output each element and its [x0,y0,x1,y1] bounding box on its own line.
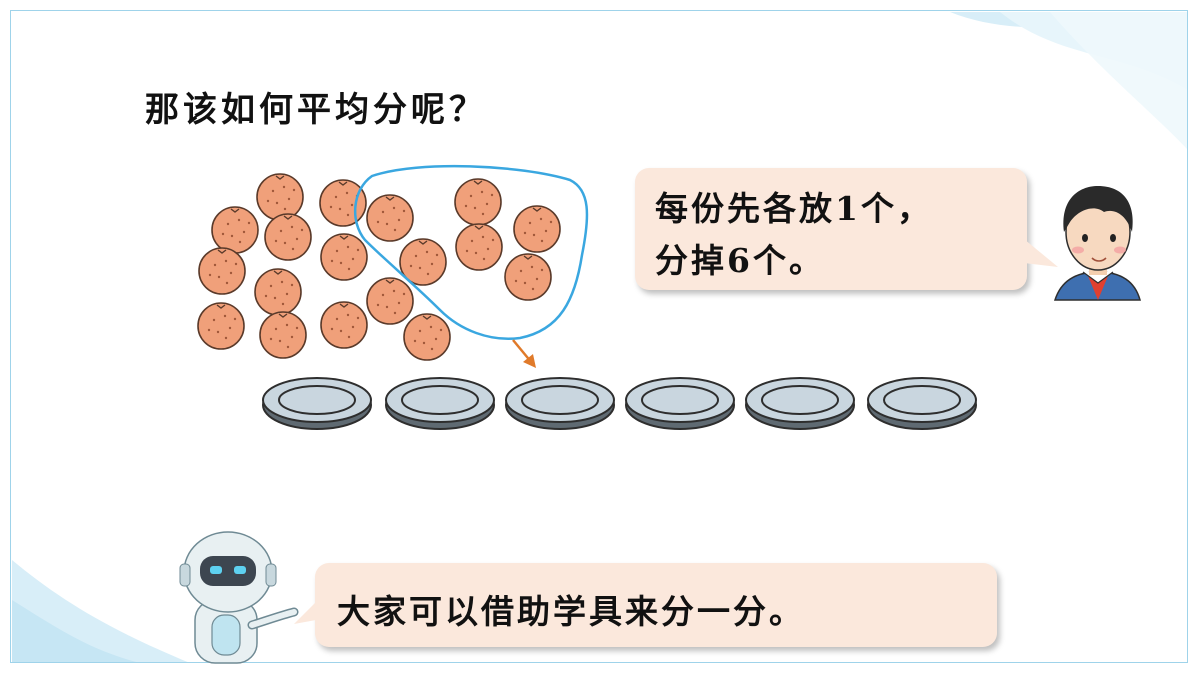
slide-frame [10,10,1188,663]
robot-speech-text: 大家可以借助学具来分一分。 [337,592,805,631]
robot-speech-bubble: 大家可以借助学具来分一分。 [315,563,997,647]
robot-bubble-tail [294,602,316,624]
boy-speech-line-2: 分掉6个。 [655,241,825,280]
boy-speech-bubble: 每份先各放1个， 分掉6个。 [635,168,1027,290]
boy-bubble-tail [1024,239,1058,267]
arrow-icon [512,339,536,368]
boy-speech-line-1: 每份先各放1个， [655,189,933,228]
page-title: 那该如何平均分呢？ [145,90,487,130]
selection-outline [353,164,589,340]
